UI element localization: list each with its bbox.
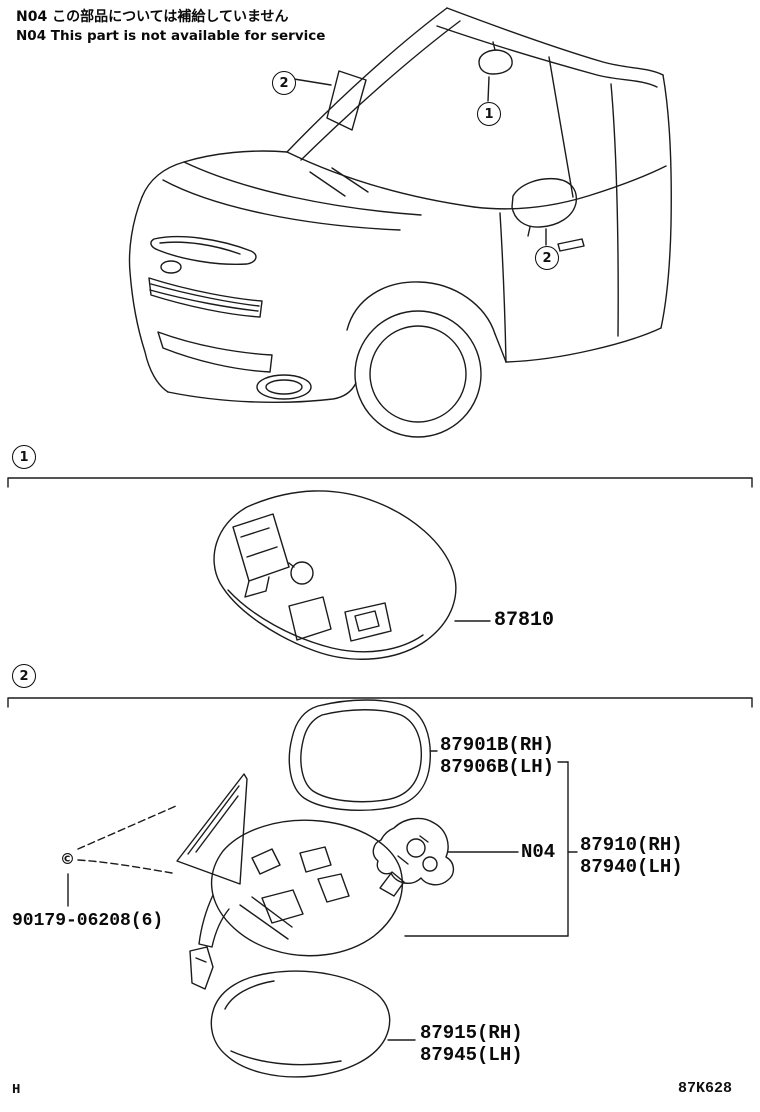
footer-figure-code: 87K628 bbox=[678, 1080, 733, 1097]
callout-2-windshield: 2 bbox=[272, 71, 296, 95]
callout-2-door-mirror: 2 bbox=[535, 246, 559, 270]
part-number-mirror-lh: 87940(LH) bbox=[580, 856, 683, 878]
car-illustration bbox=[128, 7, 672, 438]
n04-tag: N04 bbox=[521, 841, 556, 863]
service-note-japanese: N04 この部品については補給していません bbox=[16, 9, 289, 25]
screw-marker-icon: © bbox=[60, 850, 75, 868]
part-number-glass-rh: 87901B(RH) bbox=[440, 734, 555, 756]
part-number-inner-mirror: 87810 bbox=[494, 609, 555, 632]
outer-mirror-base-illustration bbox=[176, 773, 248, 885]
part-number-cover-rh: 87915(RH) bbox=[420, 1022, 523, 1044]
part-number-cover-lh: 87945(LH) bbox=[420, 1044, 523, 1066]
label-leader-lines bbox=[67, 750, 578, 1041]
part-number-screw: 90179-06208(6) bbox=[12, 911, 164, 931]
outer-mirror-actuator-illustration bbox=[372, 817, 455, 897]
inner-mirror-illustration bbox=[213, 490, 491, 660]
callout-leader-lines bbox=[293, 76, 547, 246]
footer-page-code: H bbox=[12, 1082, 21, 1098]
part-number-glass-lh: 87906B(LH) bbox=[440, 756, 555, 778]
windshield-patch bbox=[326, 70, 367, 131]
callout-1-inner-mirror: 1 bbox=[477, 102, 501, 126]
outer-mirror-glass-illustration bbox=[288, 699, 431, 812]
service-note-english: N04 This part is not available for servi… bbox=[16, 28, 326, 44]
section-2-callout: 2 bbox=[12, 664, 36, 688]
section-1-callout: 1 bbox=[12, 445, 36, 469]
section-1-bracket bbox=[7, 477, 753, 488]
outer-mirror-cover-illustration bbox=[210, 970, 391, 1078]
car-door-mirror bbox=[511, 177, 578, 237]
car-inner-mirror bbox=[478, 41, 513, 75]
section-2-bracket bbox=[7, 697, 753, 708]
outer-mirror-body-illustration bbox=[189, 819, 403, 990]
part-number-mirror-rh: 87910(RH) bbox=[580, 834, 683, 856]
